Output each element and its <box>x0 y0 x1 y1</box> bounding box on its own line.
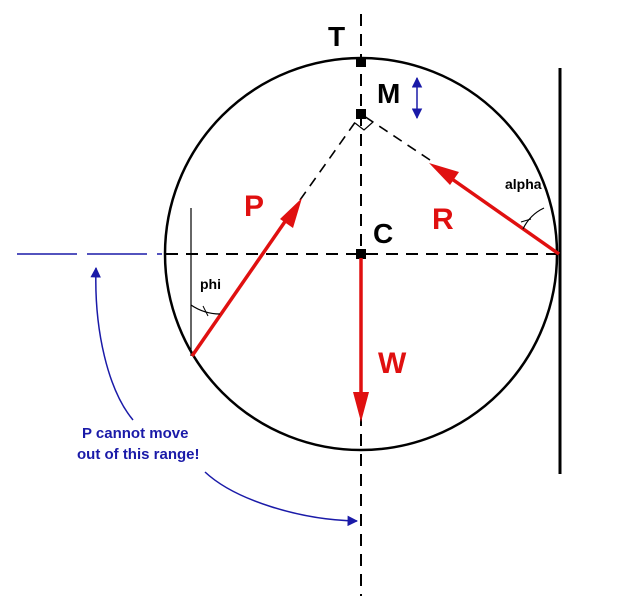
range-note-line1: P cannot move <box>82 425 188 442</box>
label-t: T <box>328 21 345 52</box>
force-r-arrowhead <box>429 163 459 185</box>
force-r-shaft <box>440 170 561 256</box>
alpha-arc <box>522 207 545 230</box>
range-note-line2: out of this range! <box>77 446 200 463</box>
right-angle-mark <box>354 121 374 131</box>
label-alpha: alpha <box>505 176 542 192</box>
force-p-arrowhead <box>280 198 302 228</box>
p-line-of-action <box>299 113 362 201</box>
r-line-of-action <box>360 113 431 161</box>
force-p-shaft <box>190 209 295 357</box>
label-phi: phi <box>200 276 221 292</box>
label-p: P <box>244 190 264 223</box>
label-m: M <box>377 78 400 109</box>
phi-tick <box>202 305 209 317</box>
point-t-marker <box>356 57 366 67</box>
label-c: C <box>373 218 393 249</box>
alpha-tick <box>520 218 532 223</box>
range-arc-upper <box>90 266 134 421</box>
label-w: W <box>378 347 407 380</box>
phi-arc <box>190 304 221 315</box>
force-w-arrowhead <box>353 392 369 422</box>
range-arc-lower <box>204 471 359 527</box>
label-r: R <box>432 203 454 236</box>
point-c-marker <box>356 249 366 259</box>
point-m-marker <box>356 109 366 119</box>
